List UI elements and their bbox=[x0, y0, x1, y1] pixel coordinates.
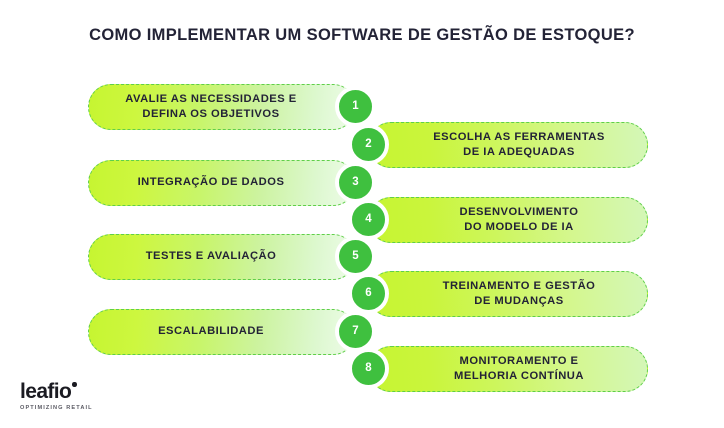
step-label: TREINAMENTO E GESTÃO DE MUDANÇAS bbox=[442, 279, 596, 307]
step-pill: INTEGRAÇÃO DE DADOS bbox=[88, 160, 356, 206]
step-label: INTEGRAÇÃO DE DADOS bbox=[137, 176, 285, 189]
brand-logo: leafio OPTIMIZING RETAIL bbox=[20, 381, 112, 412]
step-item[interactable]: AVALIE AS NECESSIDADES E DEFINA OS OBJET… bbox=[88, 84, 376, 130]
logo-wordmark-text: leafio bbox=[20, 380, 72, 404]
step-number: 3 bbox=[352, 175, 359, 188]
step-number: 2 bbox=[365, 137, 372, 150]
logo-tagline: OPTIMIZING RETAIL bbox=[20, 405, 93, 412]
logo-wordmark: leafio bbox=[20, 381, 77, 402]
step-pill: MONITORAMENTO E MELHORIA CONTÍNUA bbox=[368, 346, 648, 392]
step-item[interactable]: ESCOLHA AS FERRAMENTAS DE IA ADEQUADAS 2 bbox=[348, 122, 648, 168]
step-pill: AVALIE AS NECESSIDADES E DEFINA OS OBJET… bbox=[88, 84, 356, 130]
step-label: MONITORAMENTO E MELHORIA CONTÍNUA bbox=[454, 354, 584, 382]
step-label: ESCALABILIDADE bbox=[158, 325, 264, 338]
step-pill: DESENVOLVIMENTO DO MODELO DE IA bbox=[368, 197, 648, 243]
step-number: 7 bbox=[352, 324, 359, 337]
step-number: 1 bbox=[352, 99, 359, 112]
step-label: AVALIE AS NECESSIDADES E DEFINA OS OBJET… bbox=[125, 92, 297, 120]
step-number-badge: 1 bbox=[335, 86, 376, 127]
step-number-badge: 4 bbox=[348, 199, 389, 240]
step-pill: ESCOLHA AS FERRAMENTAS DE IA ADEQUADAS bbox=[368, 122, 648, 168]
step-item[interactable]: TESTES E AVALIAÇÃO 5 bbox=[88, 234, 376, 280]
step-item[interactable]: DESENVOLVIMENTO DO MODELO DE IA 4 bbox=[348, 197, 648, 243]
step-label: ESCOLHA AS FERRAMENTAS DE IA ADEQUADAS bbox=[433, 130, 605, 158]
step-item[interactable]: ESCALABILIDADE 7 bbox=[88, 309, 376, 355]
page-title: COMO IMPLEMENTAR UM SOFTWARE DE GESTÃO D… bbox=[89, 26, 635, 44]
step-number: 8 bbox=[365, 361, 372, 374]
step-number: 4 bbox=[365, 212, 372, 225]
step-label: DESENVOLVIMENTO DO MODELO DE IA bbox=[459, 205, 579, 233]
step-number-badge: 3 bbox=[335, 162, 376, 203]
step-pill: ESCALABILIDADE bbox=[88, 309, 356, 355]
step-number-badge: 2 bbox=[348, 124, 389, 165]
step-item[interactable]: MONITORAMENTO E MELHORIA CONTÍNUA 8 bbox=[348, 346, 648, 392]
step-item[interactable]: TREINAMENTO E GESTÃO DE MUDANÇAS 6 bbox=[348, 271, 648, 317]
step-number-badge: 8 bbox=[348, 348, 389, 389]
step-number: 5 bbox=[352, 249, 359, 262]
step-label: TESTES E AVALIAÇÃO bbox=[145, 250, 277, 263]
step-item[interactable]: INTEGRAÇÃO DE DADOS 3 bbox=[88, 160, 376, 206]
step-number-badge: 7 bbox=[335, 311, 376, 352]
step-pill: TREINAMENTO E GESTÃO DE MUDANÇAS bbox=[368, 271, 648, 317]
step-number-badge: 5 bbox=[335, 236, 376, 277]
step-number-badge: 6 bbox=[348, 273, 389, 314]
step-pill: TESTES E AVALIAÇÃO bbox=[88, 234, 356, 280]
logo-dot-icon bbox=[72, 382, 77, 387]
step-number: 6 bbox=[365, 286, 372, 299]
